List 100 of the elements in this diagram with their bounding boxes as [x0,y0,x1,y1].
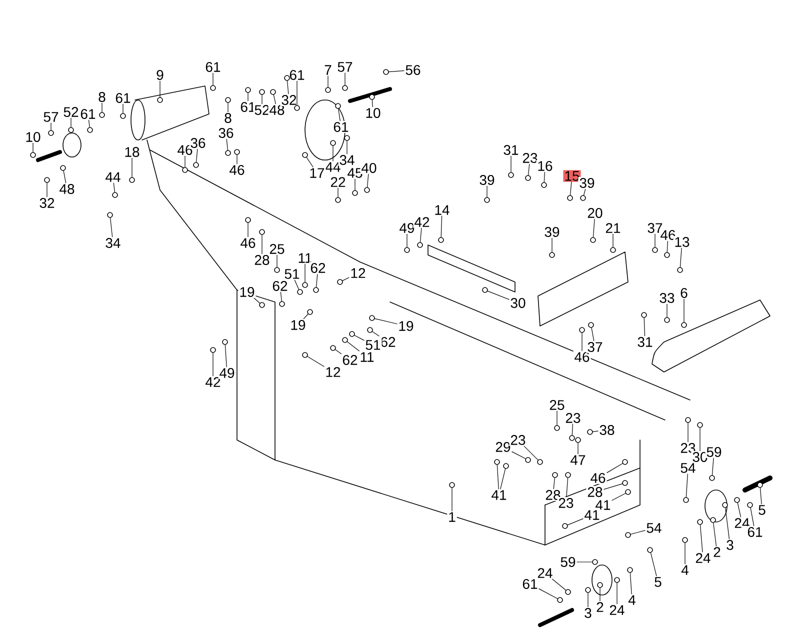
leader-line [420,228,422,242]
leader-line [591,328,594,342]
callout-number: 61 [114,92,132,104]
ring [579,327,585,333]
leader-line [304,264,306,282]
ring [592,559,598,565]
ring [549,252,555,258]
ring [404,247,410,253]
leader-line [307,356,324,367]
ring [284,75,290,81]
callout-number: 23 [509,434,527,446]
leader-line [630,572,632,594]
leader-line [592,430,598,432]
callout-number: 33 [658,292,676,304]
leader-line [332,146,334,162]
leader-line [335,349,342,354]
ring [552,472,558,478]
callout-number: 16 [536,160,554,172]
ring [335,197,341,203]
ring [297,289,303,295]
callout-number: 61 [204,61,222,73]
callout-number: 57 [336,61,354,73]
leader-line [612,493,626,501]
ring [537,459,543,465]
ring [625,489,631,495]
ring [569,435,575,441]
leader-line [372,331,380,336]
leader-line [32,142,34,152]
callout-number: 40 [360,162,378,174]
callout-number: 19 [397,320,415,332]
ring [313,287,319,293]
ring [482,287,488,293]
leader-line [212,352,214,376]
ring [193,162,199,168]
leader-line [644,318,646,336]
ring [369,315,375,321]
callout-number: 54 [645,522,663,534]
leader-line [604,484,623,490]
callout-number: 52 [62,106,80,118]
callout-number: 15 [563,170,581,182]
callout-number: 54 [679,462,697,474]
callout-number: 42 [413,216,431,228]
callout-number: 5 [653,576,663,588]
callout-number: 56 [404,64,422,76]
leader-line [630,530,646,535]
leader-line [354,178,356,190]
callout-number: 41 [583,509,601,521]
callout-number: 62 [341,354,359,366]
leader-line [583,188,586,196]
leader-line [650,552,657,576]
callout-number: 32 [38,197,56,209]
callout-number: 29 [494,441,512,453]
callout-number: 46 [573,351,591,363]
callout-number: 34 [104,237,122,249]
callout-number: 59 [559,556,577,568]
ring [734,497,740,503]
leader-line [273,94,276,104]
callout-number: 21 [604,222,622,234]
leader-line [50,122,52,130]
callout-number: 11 [358,351,376,363]
callout-number: 10 [24,131,42,143]
ring [364,187,370,193]
ring [274,267,280,273]
ring [585,587,591,593]
ring [60,165,66,171]
ring [367,327,373,333]
callout-number: 24 [536,567,554,579]
ring [683,497,689,503]
callout-number: 19 [289,319,307,331]
callout-number: 38 [598,424,616,436]
callout-number: 39 [543,226,561,238]
leader-line [63,170,66,184]
leader-line [566,478,568,498]
callout-number: 12 [349,267,367,279]
callout-number: 42 [204,376,222,388]
ring [685,417,691,423]
leader-line [342,277,350,281]
callout-number: 46 [239,237,257,249]
ring [697,519,703,525]
ring [270,89,276,95]
leader-line [280,292,282,302]
ring [567,195,573,201]
callout-number: 48 [268,104,286,116]
ring [747,502,753,508]
ring [575,437,581,443]
leader-line [212,72,214,86]
ring [565,472,571,478]
ring [710,517,716,523]
leader-line [440,216,442,238]
callout-number: 30 [509,297,527,309]
callout-number: 20 [586,207,604,219]
ring [438,237,444,243]
ring [614,577,620,583]
ring [307,309,313,315]
leader-line [388,70,404,72]
callout-number: 28 [253,254,271,266]
ring [294,105,300,111]
ring [565,589,571,595]
leader-line [347,341,360,352]
leader-line [276,254,278,268]
